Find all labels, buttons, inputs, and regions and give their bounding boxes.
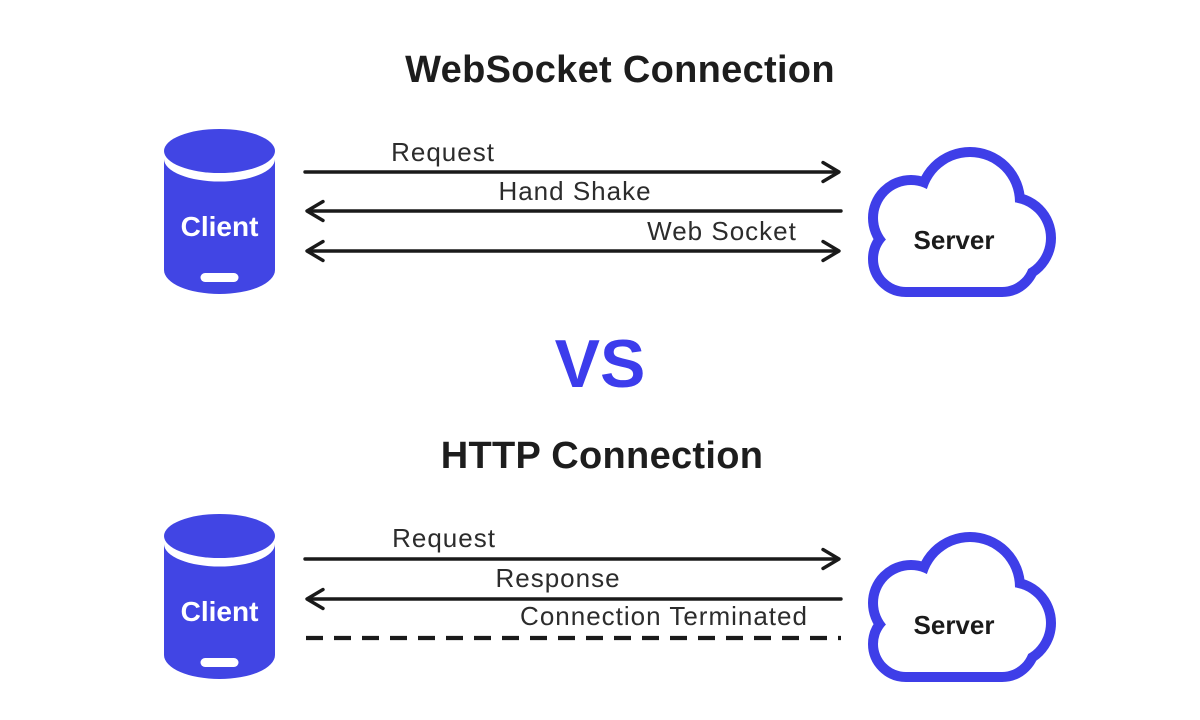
dashed-line-connection-terminated (306, 635, 841, 641)
arrow-request-right-http (303, 547, 841, 571)
server-label: Server (913, 610, 995, 640)
arrow-response-left (305, 587, 843, 611)
arrow-request-right-ws (303, 160, 841, 184)
server-node-http: Server (848, 530, 1060, 682)
cloud-icon (868, 532, 1056, 682)
client-node-http: Client (159, 512, 280, 682)
client-label: Client (180, 596, 259, 627)
client-node-websocket: Client (159, 127, 280, 297)
database-icon (164, 514, 275, 679)
server-node-websocket: Server (848, 145, 1060, 297)
websocket-section-title: WebSocket Connection (405, 49, 835, 91)
arrow-label-websocket: Web Socket (647, 216, 797, 246)
arrow-label-response: Response (495, 563, 621, 593)
database-icon (164, 129, 275, 294)
arrow-handshake-left (305, 199, 843, 223)
arrow-label-handshake: Hand Shake (498, 176, 652, 206)
client-label: Client (180, 211, 259, 242)
arrow-label-connection-terminated: Connection Terminated (520, 601, 808, 631)
server-label: Server (913, 225, 995, 255)
http-section-title: HTTP Connection (440, 435, 764, 477)
arrow-label-request-http: Request (392, 523, 496, 553)
cloud-icon (868, 147, 1056, 297)
arrow-websocket-bidirectional (305, 239, 841, 263)
arrow-label-request-ws: Request (391, 137, 495, 167)
vs-divider: VS (554, 326, 646, 402)
